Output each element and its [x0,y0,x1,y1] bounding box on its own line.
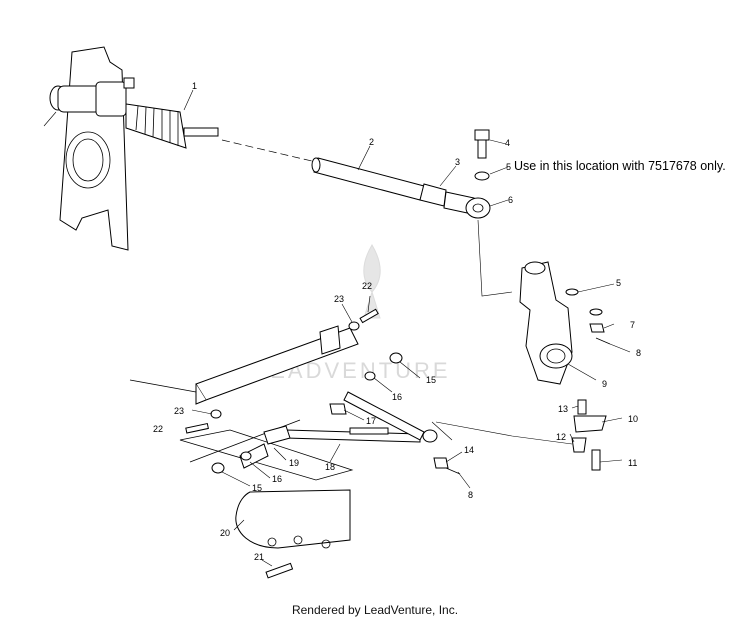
callout-3: 3 [455,157,460,167]
pivot-tube-19 [239,425,291,469]
skid-plate [235,489,351,549]
tie-rod-centerline [221,139,317,163]
washer-5b [565,288,579,296]
callout-6: 6 [508,195,513,205]
callout-16-bottom: 16 [272,474,282,484]
callout-15-bottom: 15 [252,483,262,493]
clip-17 [329,403,347,415]
callout-21: 21 [254,552,264,562]
callout-22-top: 22 [362,281,372,291]
callout-1: 1 [192,81,197,91]
cotter-pin-8a [595,337,611,345]
callout-16-top: 16 [392,392,402,402]
callout-13: 13 [558,404,568,414]
tie-rod-end [443,191,491,219]
steering-rack [43,77,219,149]
callout-14: 14 [464,445,474,455]
jam-nut [419,183,447,207]
callout-20: 20 [220,528,230,538]
bolt-21 [265,562,294,579]
callout-22-left: 22 [153,424,163,434]
callout-8-bottom: 8 [468,490,473,500]
a-arm [285,391,438,443]
cotter-pin-8b [445,467,461,475]
callout-15-top: 15 [426,375,436,385]
callout-7: 7 [630,320,635,330]
frame [129,325,359,481]
callout-4: 4 [505,138,510,148]
callout-12: 12 [556,432,566,442]
steering-rack-bracket [59,46,129,251]
callout-23-top: 23 [334,294,344,304]
washer-16a [364,371,376,381]
bolt-22a [359,308,379,324]
spindle-connector [477,219,513,297]
callout-5-top: 5 [506,162,511,172]
callout-17: 17 [366,416,376,426]
nut-7 [589,323,605,333]
washer-5c [589,308,603,316]
callout-11: 11 [628,458,637,468]
footer-credit: Rendered by LeadVenture, Inc. [291,603,459,617]
callout-8-right: 8 [636,348,641,358]
bolt-22b [185,422,209,434]
flame-icon [363,244,381,319]
callout-19: 19 [289,458,299,468]
bushing-15a [389,352,403,364]
callout-18: 18 [325,462,335,472]
washer-23b [210,409,222,419]
ball-joint [571,399,607,471]
bushing-15b [211,462,225,474]
spindle [519,261,573,385]
nut-14 [433,457,449,469]
callout-10: 10 [628,414,638,424]
bolt-4 [474,129,490,159]
washer-5 [474,171,490,181]
tie-rod-tube [311,157,425,201]
callout-9: 9 [602,379,607,389]
callout-23-left: 23 [174,406,184,416]
washer-16b [240,451,252,461]
ball-joint-connector [431,421,573,445]
washer-23a [348,321,360,331]
usage-note: Use in this location with 7517678 only. [514,159,726,173]
callout-2: 2 [369,137,374,147]
callout-5-right: 5 [616,278,621,288]
leader-lines [183,89,631,567]
